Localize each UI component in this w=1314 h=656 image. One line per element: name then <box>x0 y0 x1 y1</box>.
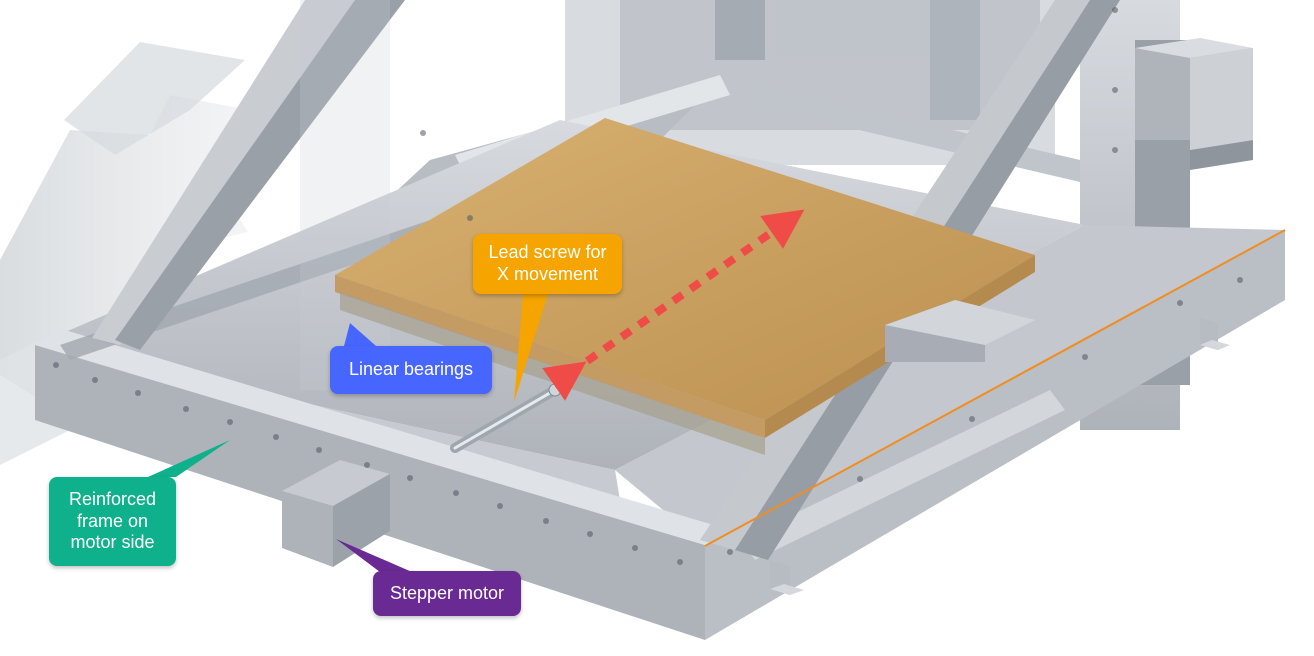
lead-screw-callout: Lead screw for X movement <box>473 234 622 294</box>
linear-bearings-callout: Linear bearings <box>330 346 492 394</box>
stepper-motor-group <box>282 460 390 567</box>
lead-screw-label: Lead screw for X movement <box>488 242 607 284</box>
lead-screw-pointer-icon <box>514 294 548 402</box>
travel-arrow-icon <box>542 209 805 401</box>
callout-pointer-group <box>148 294 548 572</box>
linear-bearings-label: Linear bearings <box>348 359 474 380</box>
stepper-motor-pointer-icon <box>336 539 412 572</box>
travel-arrow-group <box>542 209 805 401</box>
stepper-motor-label: Stepper motor <box>389 582 505 603</box>
linear-bearings-pointer-icon <box>344 323 376 346</box>
bracket-group <box>770 318 1230 595</box>
reinforced-frame-callout: Reinforced frame on motor side <box>49 477 176 566</box>
hole-group <box>53 7 1243 565</box>
frame-outline-group <box>704 229 1286 547</box>
reinforced-frame-label: Reinforced frame on motor side <box>68 489 157 553</box>
stepper-motor-callout: Stepper motor <box>373 571 521 616</box>
reinforced-frame-pointer-icon <box>148 440 230 477</box>
